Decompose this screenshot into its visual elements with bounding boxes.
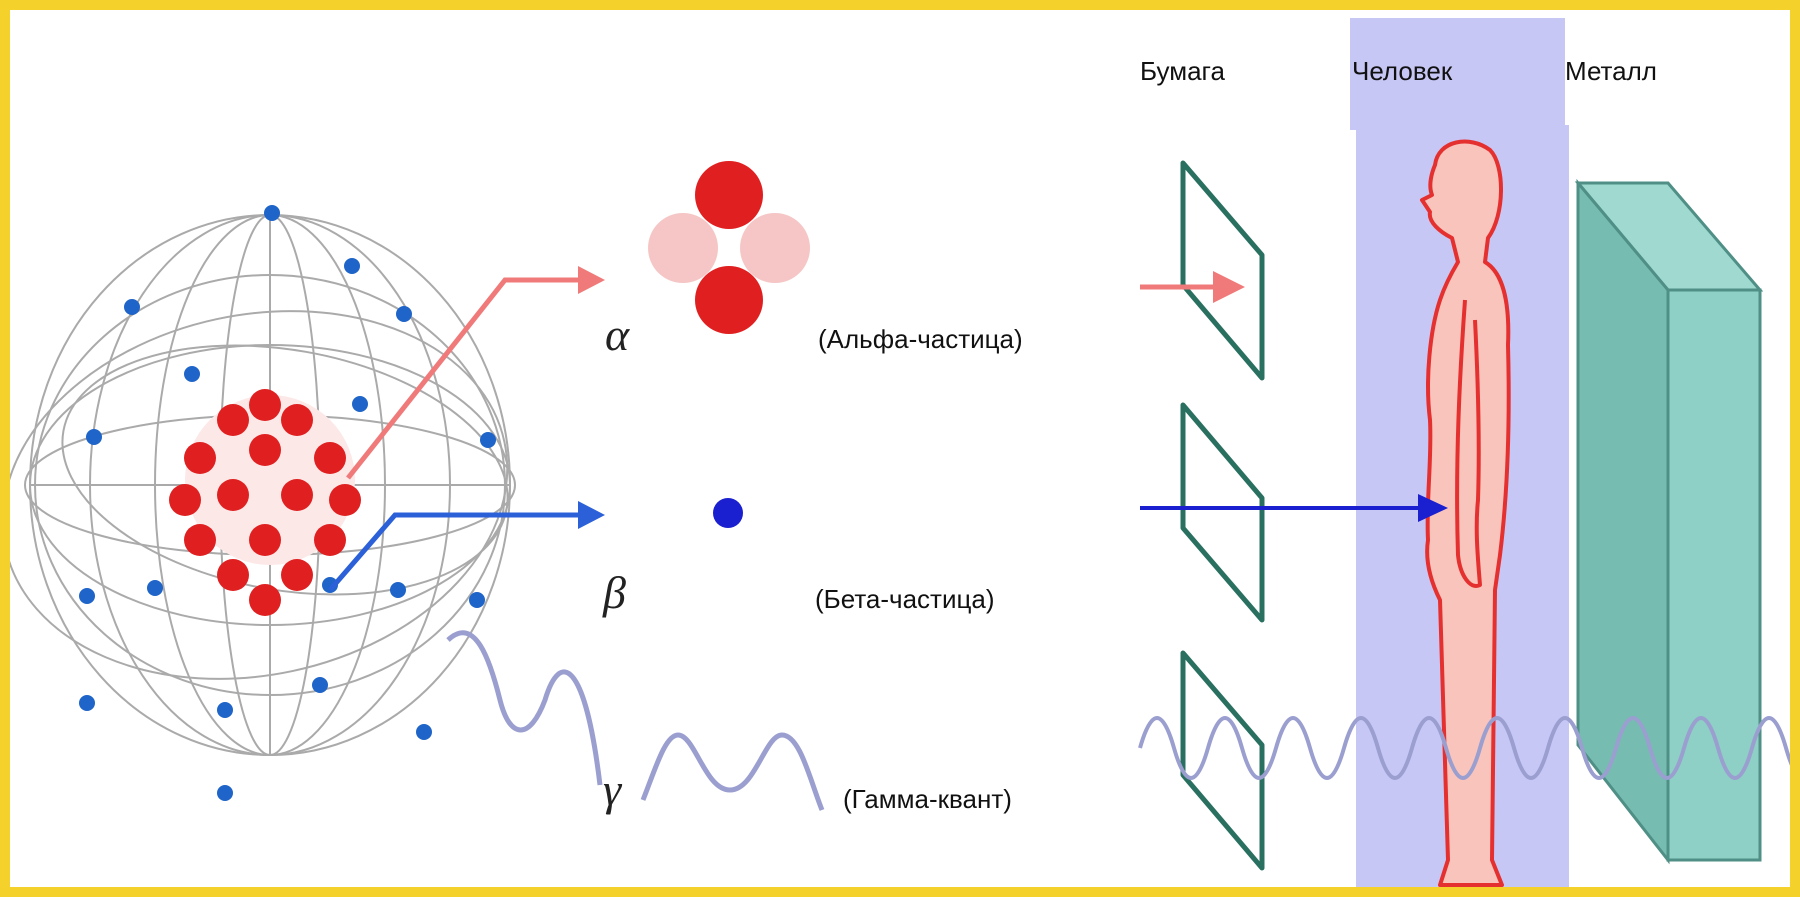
- electron: [264, 205, 280, 221]
- proton: [329, 484, 361, 516]
- proton: [314, 442, 346, 474]
- alpha-emission-arrow: [346, 266, 605, 480]
- paper-sheet-icon: [1180, 402, 1265, 623]
- electron: [147, 580, 163, 596]
- human-figure-icon: [1420, 139, 1511, 887]
- orbit-electrons: [79, 205, 496, 801]
- human-zone-header: [1350, 18, 1565, 130]
- gamma-symbol: γ: [603, 764, 623, 815]
- paper-label: Бумага: [1140, 56, 1225, 86]
- proton: [184, 524, 216, 556]
- electron: [390, 582, 406, 598]
- electron: [217, 702, 233, 718]
- metal-block-icon: [1574, 178, 1764, 865]
- proton: [249, 389, 281, 421]
- electron: [217, 785, 233, 801]
- proton: [249, 434, 281, 466]
- beta-symbol: β: [602, 567, 626, 618]
- proton: [249, 584, 281, 616]
- atom-nucleus-icon: [10, 205, 516, 801]
- electron: [79, 588, 95, 604]
- beta-penetration-arrow: [1140, 494, 1448, 522]
- electron: [312, 677, 328, 693]
- proton: [281, 404, 313, 436]
- electron: [184, 366, 200, 382]
- paper-sheet-icon: [1180, 160, 1265, 381]
- electron: [416, 724, 432, 740]
- alpha-particle-icon: [648, 161, 810, 334]
- electron: [344, 258, 360, 274]
- electron: [469, 592, 485, 608]
- gamma-emission-wave: [446, 630, 603, 786]
- alpha-penetration-arrow: [1140, 271, 1245, 303]
- electron: [352, 396, 368, 412]
- proton: [169, 484, 201, 516]
- proton: [249, 524, 281, 556]
- beta-particle-icon: [713, 498, 743, 528]
- proton: [281, 559, 313, 591]
- beta-name-label: (Бета-частица): [815, 584, 995, 614]
- gamma-name-label: (Гамма-квант): [843, 784, 1012, 814]
- electron: [124, 299, 140, 315]
- proton: [314, 524, 346, 556]
- electron: [396, 306, 412, 322]
- alpha-name-label: (Альфа-частица): [818, 324, 1023, 354]
- gamma-quantum-icon: [640, 732, 825, 811]
- proton: [217, 404, 249, 436]
- electron: [86, 429, 102, 445]
- electron: [480, 432, 496, 448]
- paper-sheet-icon: [1180, 650, 1265, 871]
- proton: [184, 442, 216, 474]
- proton: [217, 479, 249, 511]
- nucleus-protons: [169, 389, 361, 616]
- metal-label: Металл: [1565, 56, 1657, 86]
- beta-emission-arrow: [328, 501, 605, 592]
- proton: [281, 479, 313, 511]
- proton: [217, 559, 249, 591]
- alpha-symbol: α: [605, 309, 630, 360]
- gamma-penetration-wave: [1138, 716, 1790, 780]
- human-label: Человек: [1352, 56, 1453, 86]
- electron: [79, 695, 95, 711]
